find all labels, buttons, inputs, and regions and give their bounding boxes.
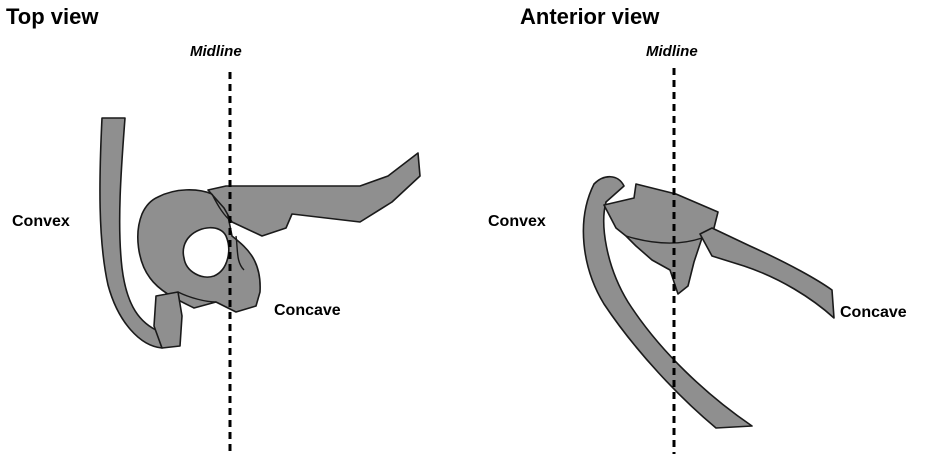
top-view-convex-label: Convex (12, 213, 70, 231)
top-view-panel: Top view Midline Convex Concave (0, 0, 466, 454)
anterior-view-title: Anterior view (520, 4, 659, 30)
anterior-view-panel: Anterior view Midline Convex Concave (466, 0, 933, 454)
anterior-view-convex-label: Convex (488, 213, 546, 231)
top-view-title: Top view (6, 4, 99, 30)
top-view-concave-label: Concave (274, 302, 341, 320)
top-view-midline-label: Midline (190, 43, 242, 60)
anterior-view-concave-label: Concave (840, 304, 907, 322)
anterior-view-midline-label: Midline (646, 43, 698, 60)
